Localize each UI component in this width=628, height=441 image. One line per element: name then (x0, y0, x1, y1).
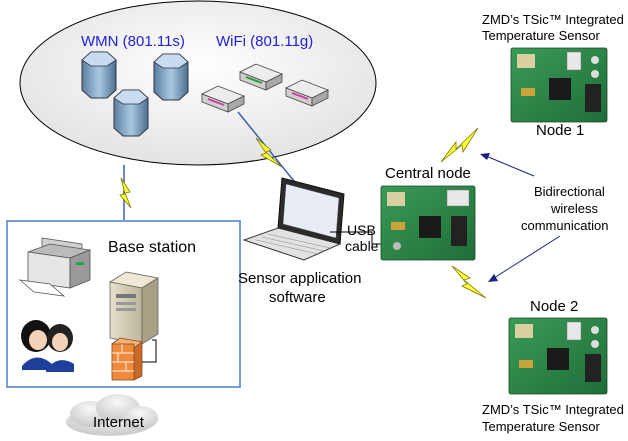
firewall-icon (111, 337, 143, 381)
usb-cable-line (330, 231, 384, 245)
node2-label: Node 2 (530, 298, 579, 315)
node2-sensor-line1: ZMD’s TSic™ Integrated (482, 402, 624, 417)
wifi-router-icon (285, 79, 329, 107)
wireless-bolt-icon (451, 265, 487, 299)
wireless-network-ellipse (19, 0, 377, 166)
comm-line1: Bidirectional (534, 184, 605, 199)
node2-pcb-icon (508, 317, 608, 395)
node1-label: Node 1 (536, 122, 585, 139)
users-icon (21, 320, 74, 372)
arrowhead-icon (488, 274, 498, 282)
wifi-router-icon (201, 85, 245, 113)
usb-label-line1: USB (347, 222, 376, 238)
wifi-router-icon (239, 63, 283, 91)
internet-cloud-icon (66, 394, 158, 436)
server-firewall-cable (142, 339, 157, 363)
mesh-node-icon (153, 53, 189, 101)
comm-arrow-up (485, 155, 535, 177)
laptop-caption-line2: software (269, 289, 326, 306)
node1-sensor-line1: ZMD’s TSic™ Integrated (482, 12, 624, 27)
node1-sensor-line2: Temperature Sensor (482, 28, 600, 43)
printer-icon (18, 237, 92, 297)
mesh-node-icon (81, 51, 117, 99)
wireless-bolt-icon (440, 127, 479, 163)
wmn-label: WMN (801.11s) (81, 33, 185, 50)
laptop-icon (242, 177, 345, 261)
node1-pcb-icon (510, 47, 608, 123)
wireless-bolt-icon (119, 177, 132, 209)
comm-line2: wireless (551, 201, 598, 216)
comm-line3: communication (521, 218, 609, 233)
central-node-pcb-icon (380, 185, 476, 261)
wifi-label: WiFi (801.11g) (216, 33, 314, 50)
node2-sensor-line2: Temperature Sensor (482, 419, 600, 434)
comm-arrow-down (493, 235, 561, 279)
laptop-caption-line1: Sensor application (238, 270, 362, 287)
central-node-label: Central node (385, 165, 471, 182)
base-station-label: Base station (108, 239, 197, 256)
usb-label-line2: cable (345, 238, 379, 254)
server-icon (108, 271, 160, 345)
internet-label: Internet (93, 414, 144, 431)
mesh-node-icon (113, 89, 149, 137)
wireless-bolt-icon (255, 137, 283, 168)
arrowhead-icon (480, 153, 490, 160)
